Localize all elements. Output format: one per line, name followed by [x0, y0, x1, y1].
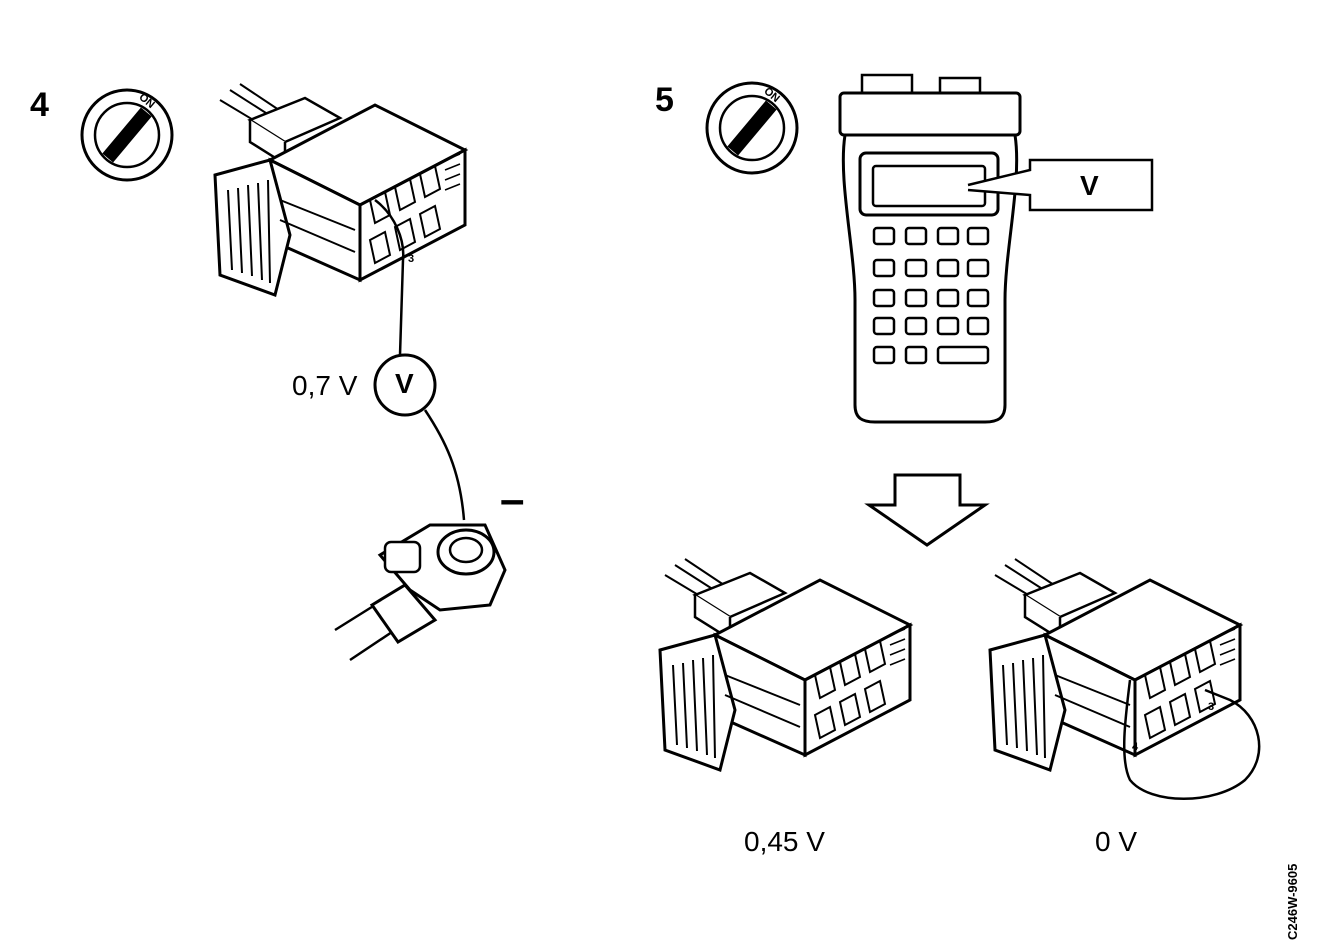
- ignition-key-icon: [80, 88, 174, 182]
- connector-icon: [213, 82, 467, 297]
- display-symbol: V: [1080, 170, 1099, 201]
- ground-symbol: –: [500, 475, 525, 524]
- connector-icon: [658, 557, 912, 772]
- pin-label: 3: [1208, 701, 1215, 713]
- voltmeter-symbol: V: [395, 368, 414, 399]
- battery-terminal-icon: [334, 523, 507, 662]
- step-4-number: 4: [30, 86, 49, 124]
- pin-label: 3: [408, 253, 415, 265]
- connector-icon: [988, 557, 1242, 772]
- jumper-wire: [1123, 679, 1261, 800]
- diagnostic-tester-icon: [838, 73, 1022, 424]
- arrow-down-icon: [864, 473, 990, 547]
- figure-code: C246W-9605: [1285, 863, 1300, 940]
- result-reading-2: 0 V: [1095, 826, 1138, 857]
- result-reading-1: 0,45 V: [744, 826, 825, 857]
- voltmeter-icon: [373, 353, 437, 417]
- pin-label: 4: [1132, 741, 1139, 753]
- step-4-reading: 0,7 V: [292, 370, 358, 401]
- ignition-key-icon: [705, 81, 799, 175]
- step-5-number: 5: [655, 81, 674, 119]
- display-callout: [967, 158, 1154, 212]
